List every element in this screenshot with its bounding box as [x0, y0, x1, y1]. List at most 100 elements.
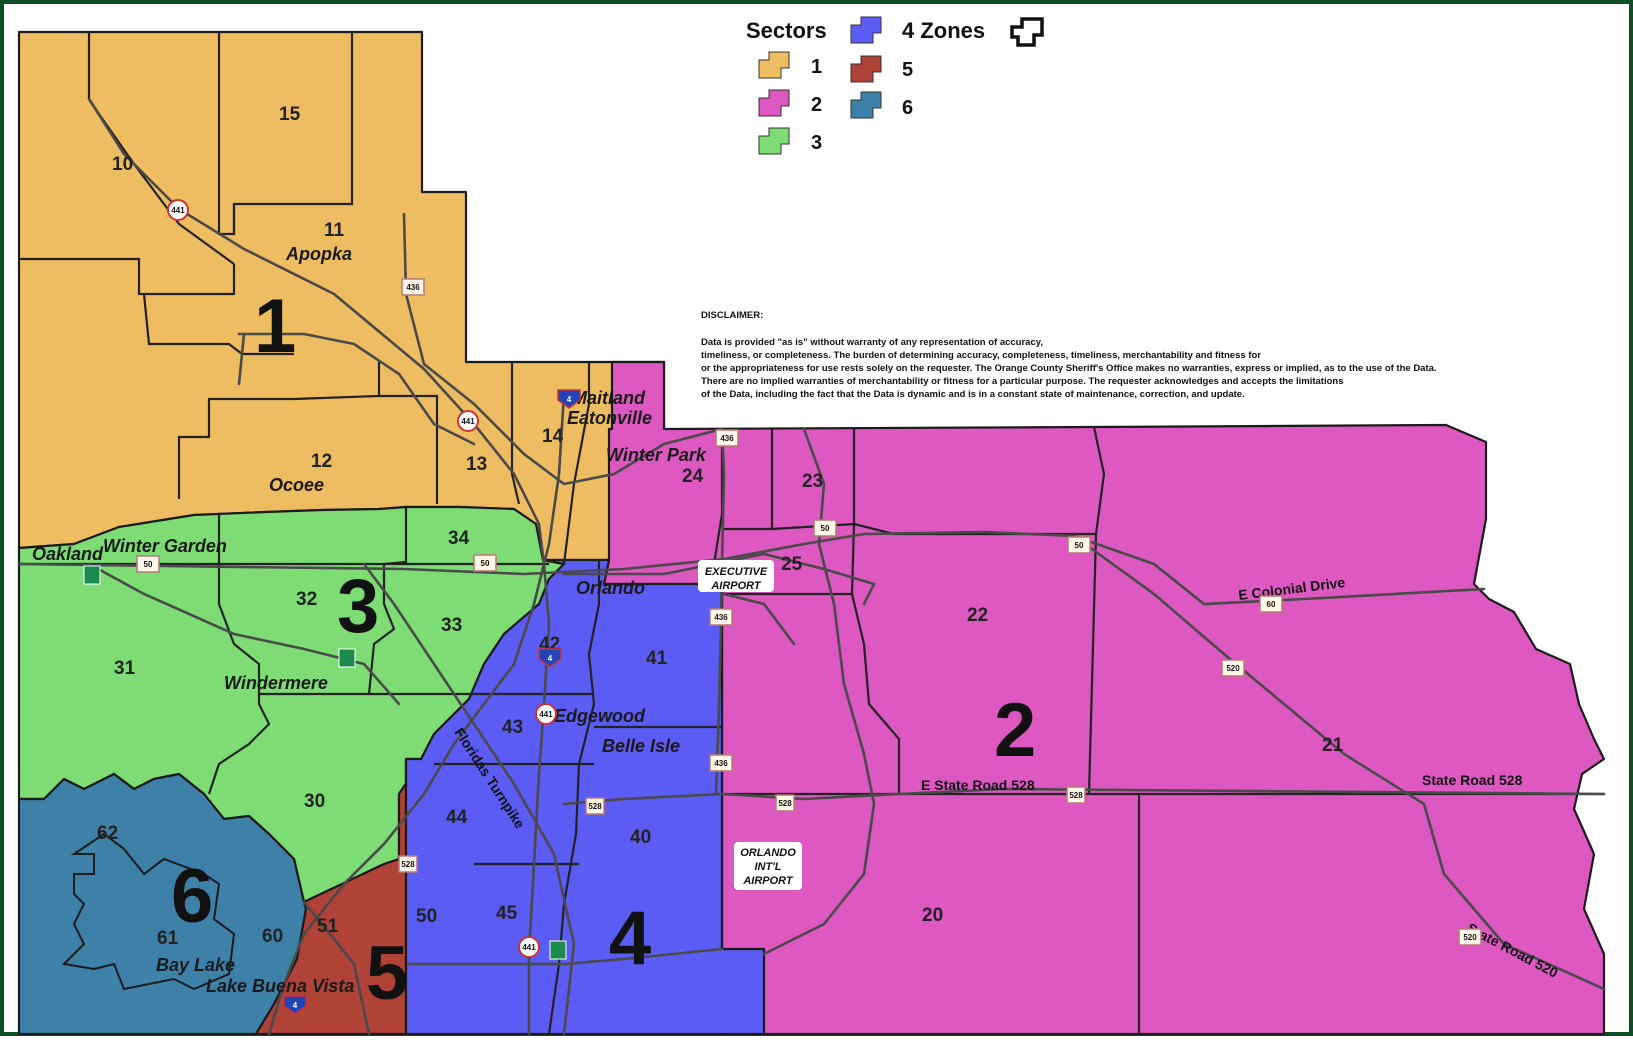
sector-label-2: 2 — [994, 688, 1036, 773]
zone-label-24: 24 — [682, 466, 704, 487]
turnpike-shield-south — [549, 940, 567, 960]
svg-text:4: 4 — [567, 395, 572, 404]
i4-shield-south: 4 — [283, 995, 307, 1015]
sr50-shield-winter-garden: 50 — [136, 555, 160, 573]
zone-label-45: 45 — [496, 903, 518, 924]
executive-airport-box — [698, 560, 774, 592]
legend-swatch-sector-4 — [850, 16, 882, 44]
place-eatonville: Eatonville — [567, 408, 652, 428]
disclaimer-line: or the appropriateness for use rests sol… — [701, 363, 1437, 374]
i4-shield-maitland: 4 — [557, 389, 581, 409]
zone-label-60: 60 — [262, 926, 283, 947]
turnpike-shield-windermere — [338, 648, 356, 668]
us441-shield-north: 441 — [167, 199, 189, 221]
sr-50-road — [17, 530, 1486, 606]
svg-text:528: 528 — [588, 802, 602, 811]
sr50-shield-east: 50 — [813, 519, 837, 537]
zone-label-25: 25 — [781, 554, 803, 575]
sr-520-road — [1072, 534, 1606, 991]
zone-label-51: 51 — [317, 916, 339, 937]
svg-text:4: 4 — [293, 1001, 298, 1010]
us441-shield-mid: 441 — [457, 410, 479, 432]
disclaimer-body: Data is provided "as is" without warrant… — [701, 336, 1601, 401]
sector-6-inner-boundary — [61, 832, 236, 991]
zone-label-43: 43 — [502, 717, 523, 738]
svg-text:528: 528 — [401, 860, 415, 869]
place-orlando: Orlando — [576, 578, 645, 598]
zone-label-13: 13 — [466, 454, 487, 475]
legend-swatch-sector-5 — [850, 55, 882, 83]
sector-label-3: 3 — [337, 564, 379, 649]
sr50-shield-far-east: 50 — [1067, 536, 1091, 554]
zone-label-50: 50 — [416, 906, 437, 927]
svg-text:50: 50 — [481, 559, 490, 568]
zone-label-61: 61 — [157, 928, 179, 949]
legend-swatch-sector-2 — [758, 89, 790, 117]
zone-label-31: 31 — [114, 658, 136, 679]
sr-408-road — [562, 552, 876, 606]
sr-528-road — [562, 787, 1606, 806]
zone-label-22: 22 — [967, 605, 988, 626]
place-oakland: Oakland — [32, 544, 104, 564]
legend-label-sector-6: 6 — [902, 97, 913, 119]
legend-swatch-sector-3 — [758, 127, 790, 155]
svg-text:436: 436 — [714, 613, 728, 622]
place-belle-isle: Belle Isle — [602, 736, 680, 756]
svg-text:520: 520 — [1226, 664, 1240, 673]
place-bay-lake: Bay Lake — [156, 955, 235, 975]
sector-label-5: 5 — [366, 931, 408, 1016]
floridas-turnpike-road — [237, 332, 576, 1036]
intl-airport-line1: ORLANDO — [740, 847, 796, 859]
sr-535-road — [302, 900, 371, 1036]
us-441-road — [87, 97, 551, 1036]
place-windermere: Windermere — [224, 673, 328, 693]
svg-text:4: 4 — [548, 654, 553, 663]
zone-label-30: 30 — [304, 791, 325, 812]
place-maitland: Maitland — [572, 388, 646, 408]
intl-airport-line2: INT'L — [754, 861, 781, 873]
disclaimer-line: Data is provided "as is" without warrant… — [701, 337, 1043, 348]
svg-text:436: 436 — [406, 283, 420, 292]
turnpike-shield-north — [83, 565, 101, 585]
svg-text:60: 60 — [1267, 600, 1276, 609]
zone-label-34: 34 — [448, 528, 470, 549]
sr436-shield-south: 436 — [709, 754, 733, 772]
zone-label-40: 40 — [630, 827, 651, 848]
legend-label-sector-1: 1 — [811, 56, 822, 78]
place-winter-garden: Winter Garden — [103, 536, 227, 556]
sr528-shield-mid: 528 — [585, 797, 605, 815]
svg-text:528: 528 — [1069, 791, 1083, 800]
sector-1-area — [17, 30, 666, 562]
svg-text:436: 436 — [720, 434, 734, 443]
i4-road — [267, 392, 566, 1036]
place-winter-park: Winter Park — [606, 445, 707, 465]
legend-label-sector-3: 3 — [811, 132, 822, 154]
legend-swatch-sector-6 — [850, 91, 882, 119]
disclaimer-line: of the Data, including the fact that the… — [701, 389, 1245, 400]
disclaimer-block: DISCLAIMER: Data is provided "as is" wit… — [701, 309, 1601, 401]
svg-text:441: 441 — [461, 417, 475, 426]
i4-shield-orlando: 4 — [538, 648, 562, 668]
svg-text:520: 520 — [1463, 933, 1477, 942]
sector-label-1: 1 — [254, 284, 296, 369]
intl-airport-line3: AIRPORT — [742, 875, 794, 887]
road-label-sr528: State Road 528 — [1422, 772, 1523, 788]
svg-text:441: 441 — [171, 206, 185, 215]
svg-text:436: 436 — [714, 759, 728, 768]
sr-408-west — [407, 592, 796, 966]
sr60-shield-colonial: 60 — [1259, 595, 1283, 613]
legend-title: Sectors — [746, 18, 827, 43]
sr436-shield-winterpark: 436 — [715, 429, 739, 447]
sr528-shield-southwest: 528 — [398, 855, 418, 873]
zone-label-23: 23 — [802, 471, 823, 492]
zone-label-32: 32 — [296, 589, 317, 610]
zone-label-20: 20 — [922, 905, 943, 926]
sr436-shield-apopka: 436 — [401, 278, 425, 296]
disclaimer-line: There are no implied warranties of merch… — [701, 376, 1344, 387]
legend-swatch-sector-1 — [758, 51, 790, 79]
legend-zones-outline-icon — [1010, 17, 1044, 47]
zone-label-10: 10 — [112, 154, 133, 175]
sector-2-area — [602, 360, 1606, 1036]
intl-airport-box — [734, 842, 802, 890]
sr436-shield-east: 436 — [709, 608, 733, 626]
